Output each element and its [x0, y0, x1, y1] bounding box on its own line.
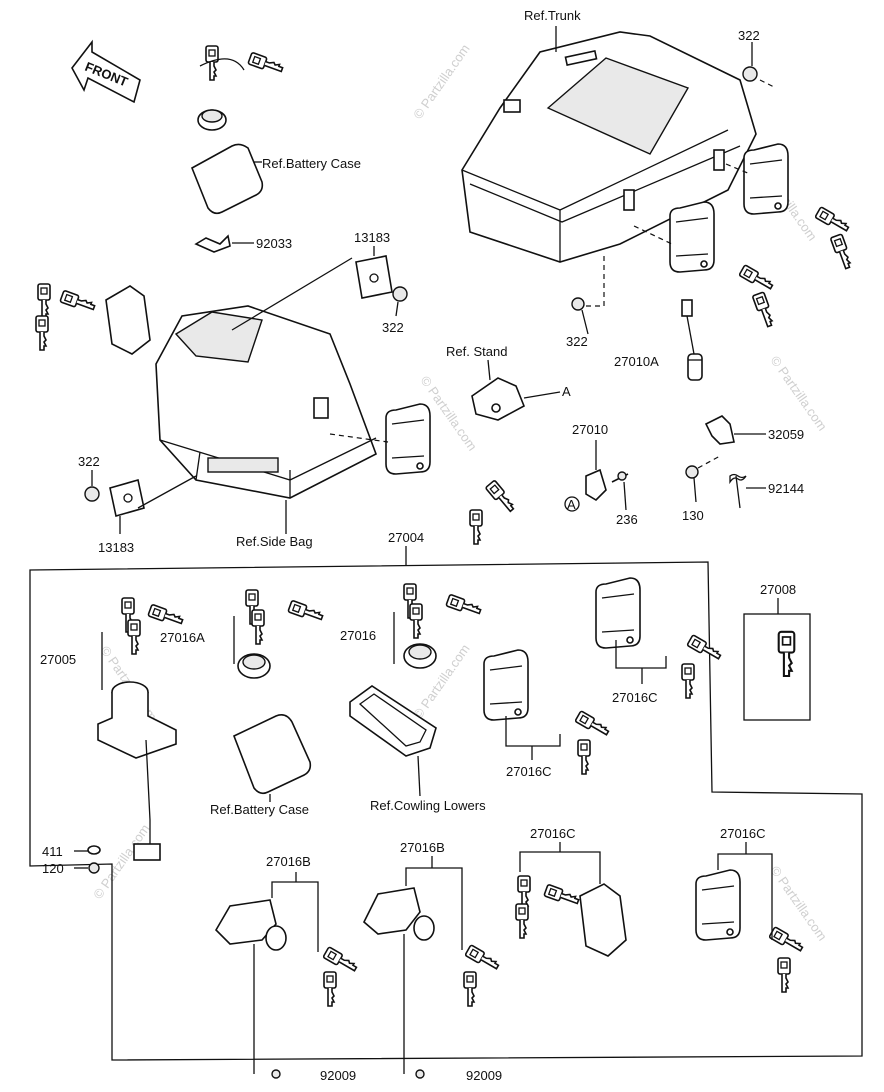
washer-bolt-411-120 — [74, 845, 101, 874]
lock-27016c-middle — [483, 649, 612, 775]
lock-27016b-middle — [363, 856, 502, 1079]
part-32059-label: 32059 — [768, 427, 804, 442]
part-13183-label: 13183 — [354, 230, 390, 245]
ref-battery-case-bottom-label: Ref.Battery Case — [210, 802, 309, 817]
spring-92144 — [729, 473, 766, 509]
nut-322-top — [742, 42, 777, 89]
part-13183-label: 13183 — [98, 540, 134, 555]
ref-stand-label: Ref. Stand — [446, 344, 507, 359]
part-27016c-label: 27016C — [530, 826, 576, 841]
side-bag-illustration — [155, 305, 377, 499]
clip-92033 — [194, 234, 254, 253]
key-27008-box — [743, 598, 811, 721]
part-27004-label: 27004 — [388, 530, 424, 545]
part-322-trunk-label: 322 — [566, 334, 588, 349]
nut-322-trunk — [571, 256, 605, 335]
lock-27016c-upper — [595, 577, 724, 699]
part-27010a-label: 27010A — [614, 354, 659, 369]
part-322-label: 322 — [382, 320, 404, 335]
watermark-text: © Partzilla.com — [768, 353, 831, 433]
part-27016c-label: 27016C — [612, 690, 658, 705]
lock-27016b-left — [214, 872, 360, 1079]
part-411-label: 411 — [42, 844, 63, 859]
part-27010-label: 27010 — [572, 422, 608, 437]
part-92033-label: 92033 — [256, 236, 292, 251]
part-27016a-label: 27016A — [160, 630, 205, 645]
marker-a-label: A — [562, 384, 571, 399]
part-92009-label: 92009 — [466, 1068, 502, 1083]
battery-case-lock-top — [190, 45, 285, 215]
part-27016c-label: 27016C — [720, 826, 766, 841]
ref-cowling-lowers-label: Ref.Cowling Lowers — [370, 798, 486, 813]
bracket-32059 — [704, 415, 766, 445]
part-322-label: 322 — [738, 28, 760, 43]
watermark-text: © Partzilla.com — [410, 41, 473, 121]
part-27016-label: 27016 — [340, 628, 376, 643]
part-236-label: 236 — [616, 512, 638, 527]
marker-a-label: A — [567, 497, 576, 512]
switch-27010a — [681, 299, 703, 381]
key-cylinder-27016a — [233, 589, 325, 679]
part-27016b-label: 27016B — [400, 840, 445, 855]
ref-battery-case-top-label: Ref.Battery Case — [262, 156, 361, 171]
part-27016c-label: 27016C — [506, 764, 552, 779]
ignition-switch-27005 — [97, 597, 185, 861]
watermark-text: © Partzilla.com — [90, 821, 153, 901]
front-arrow: FRONT — [71, 39, 141, 104]
cowling-lowers — [349, 685, 437, 797]
ref-trunk-label: Ref.Trunk — [524, 8, 581, 23]
part-27008-label: 27008 — [760, 582, 796, 597]
part-120-label: 120 — [42, 861, 64, 876]
part-130-label: 130 — [682, 508, 704, 523]
ref-side-bag-label: Ref.Side Bag — [236, 534, 313, 549]
lock-27016c-lower-right — [695, 842, 806, 993]
lock-27016c-lower-middle — [515, 842, 627, 957]
part-92009-label: 92009 — [320, 1068, 356, 1083]
part-92144-label: 92144 — [768, 481, 804, 496]
kit-27004-boundary — [29, 561, 863, 1061]
side-bag-lock-left — [35, 283, 151, 355]
part-322-label: 322 — [78, 454, 100, 469]
stand-switch: A — [471, 359, 571, 421]
plate-13183-lower — [84, 470, 197, 534]
trunk-illustration — [461, 31, 757, 263]
bolt-130 — [685, 455, 721, 503]
key-cylinder-27016 — [393, 583, 483, 669]
switch-27010: A — [564, 440, 629, 512]
part-27016b-label: 27016B — [266, 854, 311, 869]
plate-13183-upper — [355, 246, 408, 317]
battery-case-bottom — [232, 714, 312, 802]
part-27005-label: 27005 — [40, 652, 76, 667]
